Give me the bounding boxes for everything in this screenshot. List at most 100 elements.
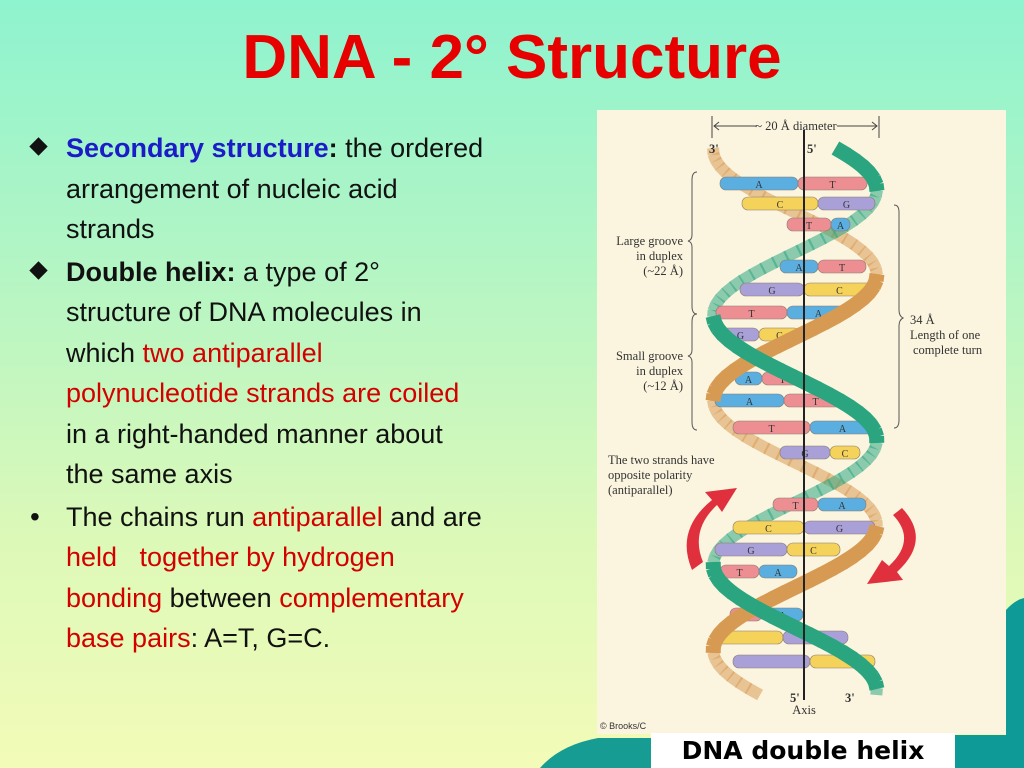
tan-strand-segment xyxy=(820,309,841,330)
groove-brackets xyxy=(687,171,905,431)
tan-strand-segment xyxy=(708,403,723,416)
base-bar xyxy=(817,196,876,211)
red-text-run: base pairs xyxy=(66,623,191,653)
green-strand-segment xyxy=(868,680,885,691)
green-strand-segment xyxy=(705,314,722,325)
figure-caption: DNA double helix xyxy=(651,733,955,768)
green-strand-segment xyxy=(764,357,786,378)
tan-strand-segment xyxy=(717,413,733,430)
bullet-line: held together by hydrogen xyxy=(66,537,603,578)
green-strand-segment xyxy=(866,175,884,188)
top-right-end-label: 5' xyxy=(807,142,817,156)
svg-text:Small groove: Small groove xyxy=(616,349,683,363)
base-letter: T xyxy=(839,263,845,274)
green-strand-segment xyxy=(859,412,877,431)
green-strand-segment xyxy=(866,444,881,459)
text-run: The chains run xyxy=(66,501,253,532)
bullet-item: Double helix: a type of 2°structure of D… xyxy=(28,252,603,495)
green-strand-segment xyxy=(819,226,839,245)
tan-strand-segment xyxy=(804,567,826,588)
base-letter: G xyxy=(843,200,850,211)
green-strand-segment xyxy=(748,262,767,281)
base-letter: A xyxy=(755,180,763,191)
green-strand-segment xyxy=(837,466,856,485)
base-bar xyxy=(829,445,861,460)
tan-strand-segment xyxy=(719,665,736,682)
base-letter: T xyxy=(768,424,774,435)
base-letter: C xyxy=(765,524,772,535)
blue-text-run: Secondary structure xyxy=(66,133,329,163)
svg-text:(antiparallel): (antiparallel) xyxy=(608,483,673,497)
tan-strand-segment xyxy=(709,654,724,669)
tan-strand-segment xyxy=(719,616,738,635)
tan-strand-segment xyxy=(713,622,731,641)
text-run: a type of 2° xyxy=(235,256,380,287)
green-strand-segment xyxy=(738,268,756,287)
bullet-line: arrangement of nucleic acid xyxy=(66,169,603,210)
base-letter: T xyxy=(812,397,818,408)
green-strand-segment xyxy=(755,508,775,527)
green-strand-segment xyxy=(710,294,726,309)
green-strand-segment xyxy=(803,484,824,503)
dna-helix-figure: ATCGTAATGCTAGCATATTAGCTACGGCTATA ~ 20 Å … xyxy=(597,110,1006,734)
base-bar xyxy=(817,497,867,512)
svg-text:opposite polarity: opposite polarity xyxy=(608,468,693,482)
svg-text:(~22 Å): (~22 Å) xyxy=(643,264,683,278)
green-strand-segment xyxy=(807,232,827,251)
tan-strand-segment xyxy=(857,245,873,262)
base-letter: A xyxy=(839,424,847,435)
tan-strand-segment xyxy=(811,466,831,485)
tan-strand-segment xyxy=(855,538,873,557)
tan-strand-segment xyxy=(849,239,867,256)
tan-strand-segment xyxy=(868,511,883,524)
base-letter: C xyxy=(842,449,849,460)
tan-strand-segment xyxy=(816,561,838,582)
tan-strand-segment xyxy=(866,277,884,290)
green-strand-segment xyxy=(707,309,720,318)
base-letter: G xyxy=(836,524,843,535)
green-strand-segment xyxy=(861,450,877,465)
tan-strand-segment xyxy=(707,147,720,156)
bottom-right-end-label: 3' xyxy=(845,691,855,705)
base-bar xyxy=(817,259,867,274)
base-bar xyxy=(786,542,841,557)
green-strand-segment xyxy=(852,406,871,425)
text-run: which xyxy=(66,337,143,368)
base-bar xyxy=(732,654,811,669)
tan-strand-segment xyxy=(847,543,866,564)
base-letter: A xyxy=(746,397,754,408)
green-strand-segment xyxy=(706,565,723,578)
green-strand-segment xyxy=(850,154,869,173)
tan-strand-segment xyxy=(869,266,883,277)
large-groove-label: Large groove in duplex (~22 Å) xyxy=(616,234,684,278)
base-letter: A xyxy=(815,309,823,320)
tan-strand-segment xyxy=(729,357,749,378)
green-strand-segment xyxy=(868,183,885,192)
base-letter: G xyxy=(737,331,744,342)
svg-text:The two strands have: The two strands have xyxy=(608,453,715,467)
diameter-label: ~ 20 Å diameter xyxy=(755,119,837,133)
tan-strand-segment xyxy=(838,549,858,570)
polarity-note: The two strands have opposite polarity (… xyxy=(608,453,715,497)
base-letter: G xyxy=(768,286,775,297)
tan-strand-segment xyxy=(707,151,722,164)
svg-text:in duplex: in duplex xyxy=(636,364,684,378)
green-strand-segment xyxy=(835,393,855,414)
green-strand-segment xyxy=(735,591,755,612)
tan-strand-segment xyxy=(870,519,883,528)
green-strand-segment xyxy=(795,238,816,257)
green-strand-segment xyxy=(707,301,722,314)
tan-strand-segment xyxy=(772,333,794,354)
tan-strand-segment xyxy=(868,524,885,535)
svg-text:Length of one: Length of one xyxy=(910,328,981,342)
base-letter: A xyxy=(837,221,845,232)
base-bar xyxy=(830,217,851,232)
base-letter: T xyxy=(829,180,835,191)
